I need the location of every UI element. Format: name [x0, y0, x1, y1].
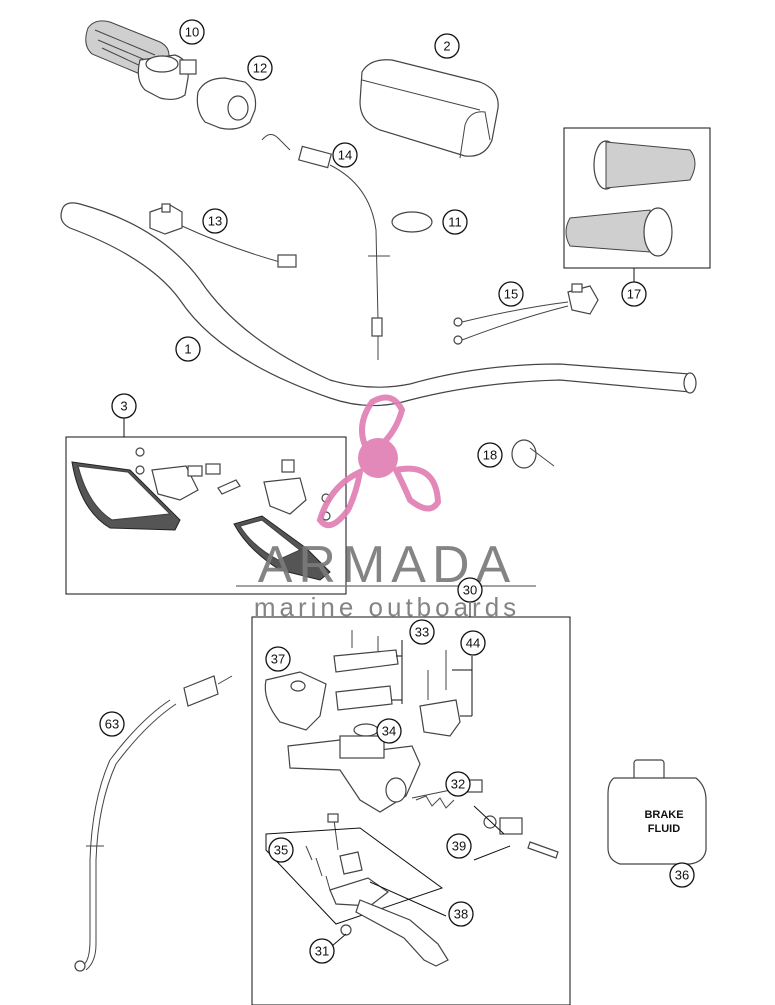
callout-label: 34 — [382, 724, 396, 739]
handlebar-part — [60, 202, 697, 407]
callout-35: 35 — [268, 837, 294, 863]
callout-18: 18 — [477, 442, 503, 468]
callout-11: 11 — [442, 209, 468, 235]
callout-label: 14 — [338, 148, 352, 163]
callout-30: 30 — [457, 577, 483, 603]
callout-39: 39 — [446, 833, 472, 859]
callout-37: 37 — [265, 646, 291, 672]
callout-3: 3 — [111, 393, 137, 419]
cable-tie-part — [511, 439, 555, 469]
callout-label: 3 — [120, 399, 127, 414]
callout-label: 44 — [466, 636, 480, 651]
master-cylinder-body-part — [287, 735, 421, 813]
callout-33: 33 — [409, 619, 435, 645]
callout-15: 15 — [498, 281, 524, 307]
diaphragm-part — [353, 723, 379, 737]
callout-label: 31 — [315, 944, 329, 959]
throttle-grip-part — [85, 20, 197, 101]
switch-cable-part — [453, 283, 599, 345]
brake-master-cylinder-set-part — [251, 603, 571, 1005]
bottle-label-line1: BRAKE — [644, 809, 683, 821]
callout-label: 33 — [415, 625, 429, 640]
armada-watermark: ARMADA marine outboards — [236, 394, 536, 622]
callout-label: 18 — [483, 448, 497, 463]
o-ring-part — [391, 211, 433, 233]
lever-guard-hole — [290, 680, 306, 692]
callout-17: 17 — [621, 281, 647, 307]
callout-13: 13 — [202, 208, 228, 234]
callout-34: 34 — [376, 718, 402, 744]
reservoir-cover-part — [333, 630, 403, 711]
callout-32: 32 — [445, 771, 471, 797]
callout-label: 32 — [451, 777, 465, 792]
callout-44: 44 — [460, 630, 486, 656]
pivot-bolt-part — [265, 813, 444, 925]
bottle-label-line2: FLUID — [648, 823, 680, 835]
callout-label: 17 — [627, 287, 641, 302]
handlebar-pad-part — [359, 59, 499, 159]
callout-label: 37 — [271, 652, 285, 667]
clamp-part — [419, 650, 473, 737]
callout-label: 35 — [274, 843, 288, 858]
throttle-cover-part — [196, 77, 257, 130]
handguard-set-part — [65, 418, 347, 595]
pushrod-part — [411, 779, 483, 809]
callout-label: 38 — [454, 907, 468, 922]
callout-38: 38 — [448, 901, 474, 927]
boot-part — [473, 805, 559, 861]
callout-31: 31 — [309, 938, 335, 964]
kill-switch-part — [149, 203, 297, 268]
brake-fluid-bottle-part: BRAKE FLUID — [607, 759, 707, 865]
callout-10: 10 — [179, 19, 205, 45]
callout-label: 39 — [452, 839, 466, 854]
callout-label: 10 — [185, 25, 199, 40]
throttle-cable-part — [261, 134, 390, 360]
callout-label: 13 — [208, 214, 222, 229]
brake-lever-part — [329, 851, 449, 967]
callout-label: 2 — [443, 39, 450, 54]
callout-label: 30 — [463, 583, 477, 598]
callout-12: 12 — [247, 55, 273, 81]
callout-label: 63 — [105, 717, 119, 732]
callout-36: 36 — [669, 862, 695, 888]
callout-63: 63 — [99, 711, 125, 737]
callout-label: 1 — [184, 342, 191, 357]
callout-2: 2 — [434, 33, 460, 59]
callout-label: 36 — [675, 868, 689, 883]
callout-label: 15 — [504, 287, 518, 302]
propeller-logo — [316, 394, 442, 529]
callout-label: 12 — [253, 61, 267, 76]
callout-14: 14 — [332, 142, 358, 168]
callout-1: 1 — [175, 336, 201, 362]
brake-line-part — [74, 675, 233, 972]
lever-guard-part — [264, 671, 327, 731]
grip-set-part — [563, 127, 711, 282]
callout-label: 11 — [448, 215, 462, 230]
